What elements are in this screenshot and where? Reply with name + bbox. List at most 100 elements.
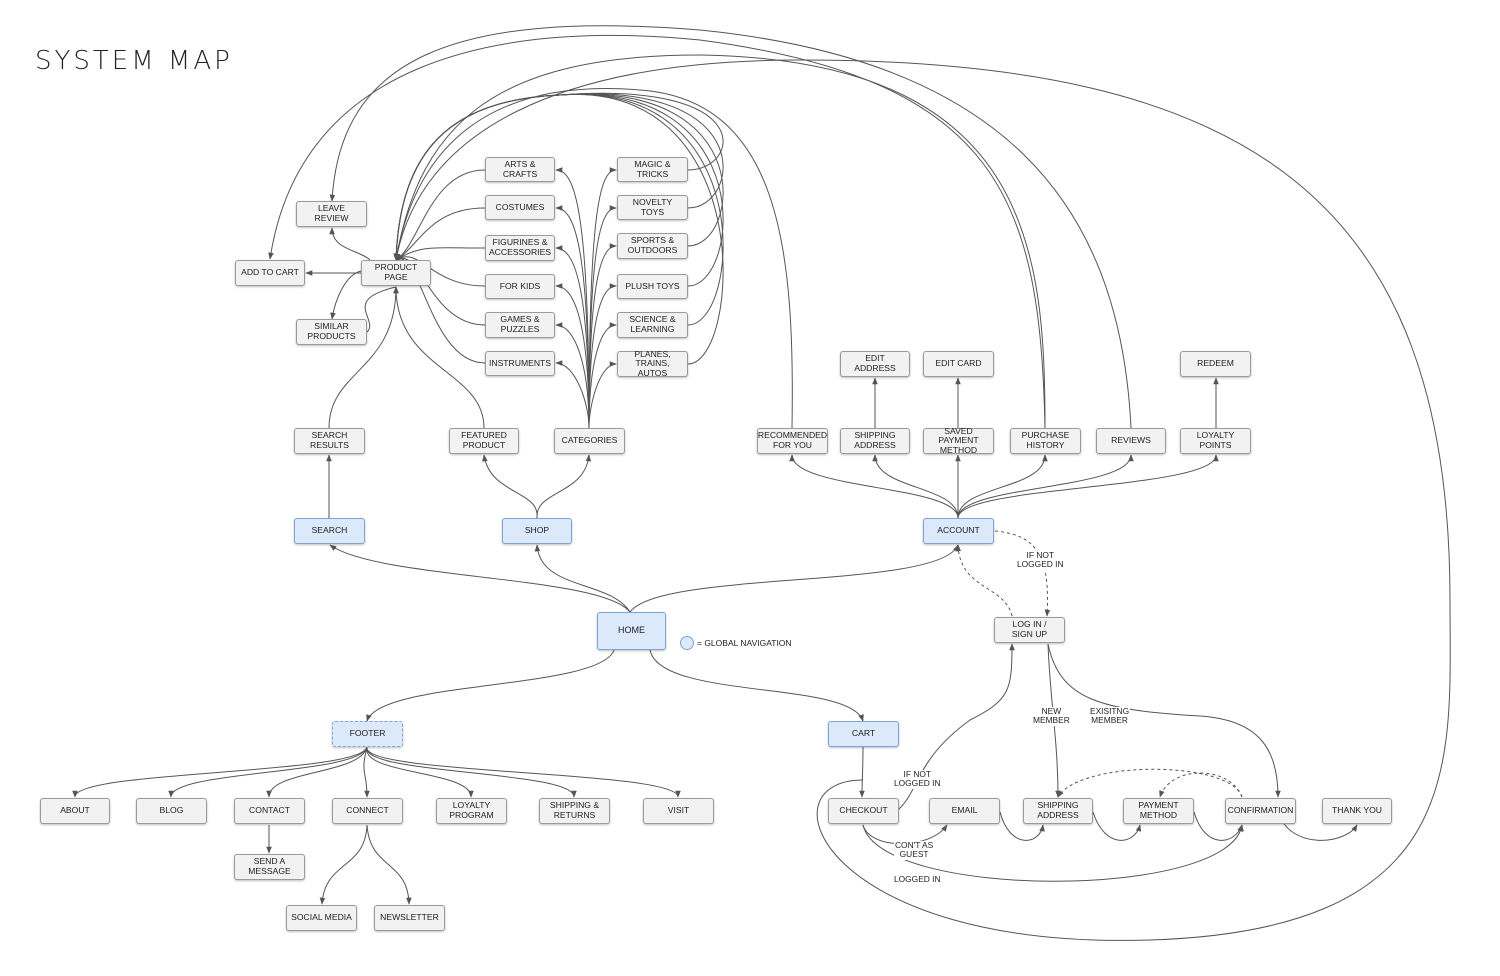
node-plush-toys[interactable]: PLUSH TOYS bbox=[617, 274, 688, 299]
node-blog[interactable]: BLOG bbox=[136, 798, 207, 824]
connector-28 bbox=[395, 207, 486, 261]
node-loyalty-program[interactable]: LOYALTY PROGRAM bbox=[436, 798, 507, 824]
node-footer[interactable]: FOOTER bbox=[332, 721, 403, 747]
node-confirmation[interactable]: CONFIRMATION bbox=[1225, 798, 1296, 824]
node-cart[interactable]: CART bbox=[828, 721, 899, 747]
connector-76 bbox=[394, 59, 1451, 941]
connector-18 bbox=[555, 283, 590, 429]
node-magic-tricks[interactable]: MAGIC & TRICKS bbox=[617, 157, 688, 182]
node-login-signup[interactable]: LOG IN / SIGN UP bbox=[994, 617, 1065, 643]
node-costumes[interactable]: COSTUMES bbox=[485, 195, 555, 220]
connector-10 bbox=[393, 286, 485, 429]
connector-24 bbox=[588, 283, 617, 429]
node-redeem[interactable]: REDEEM bbox=[1180, 351, 1251, 377]
node-about[interactable]: ABOUT bbox=[40, 798, 110, 824]
node-planes-trains[interactable]: PLANES, TRAINS, AUTOS bbox=[617, 349, 688, 378]
node-account[interactable]: ACCOUNT bbox=[923, 518, 994, 544]
node-home[interactable]: HOME bbox=[597, 612, 666, 650]
connector-66 bbox=[859, 746, 865, 798]
connector-8 bbox=[536, 454, 592, 519]
connector-1 bbox=[329, 544, 631, 613]
connector-5 bbox=[649, 649, 864, 722]
connector-2 bbox=[534, 544, 631, 613]
node-visit[interactable]: VISIT bbox=[643, 798, 714, 824]
edge-label-if-not-logged-in: IF NOT LOGGED IN bbox=[1016, 550, 1065, 570]
edge-label-if-not-logged-in-checkout: IF NOT LOGGED IN bbox=[893, 769, 942, 789]
connector-48 bbox=[394, 88, 793, 429]
connector-39 bbox=[789, 454, 959, 519]
node-edit-card[interactable]: EDIT CARD bbox=[923, 351, 994, 377]
connector-67 bbox=[897, 643, 1015, 811]
connector-42 bbox=[957, 454, 1048, 519]
connector-73 bbox=[862, 824, 1244, 882]
page-title: SYSTEM MAP bbox=[35, 46, 233, 76]
node-science-learning[interactable]: SCIENCE & LEARNING bbox=[617, 312, 688, 338]
connector-59 bbox=[363, 746, 370, 798]
connector-55 bbox=[1047, 643, 1281, 798]
node-add-to-cart[interactable]: ADD TO CART bbox=[235, 260, 305, 286]
connector-50 bbox=[268, 34, 1046, 429]
node-search-results[interactable]: SEARCH RESULTS bbox=[294, 428, 365, 454]
node-leave-review[interactable]: LEAVE REVIEW bbox=[296, 201, 367, 227]
node-shop[interactable]: SHOP bbox=[502, 518, 572, 544]
node-search[interactable]: SEARCH bbox=[294, 518, 365, 544]
legend: = GLOBAL NAVIGATION bbox=[680, 636, 792, 650]
node-novelty-toys[interactable]: NOVELTY TOYS bbox=[617, 195, 688, 220]
connector-74 bbox=[1057, 768, 1243, 798]
node-featured-product[interactable]: FEATURED PRODUCT bbox=[449, 428, 519, 454]
connector-44 bbox=[957, 454, 1219, 519]
connector-49 bbox=[394, 54, 1046, 429]
node-checkout[interactable]: CHECKOUT bbox=[828, 798, 899, 824]
node-shipping-address-account[interactable]: SHIPPING ADDRESS bbox=[840, 428, 910, 454]
node-newsletter[interactable]: NEWSLETTER bbox=[374, 905, 445, 931]
connector-25 bbox=[588, 322, 617, 429]
connector-38 bbox=[393, 94, 724, 365]
node-send-message[interactable]: SEND A MESSAGE bbox=[234, 854, 305, 880]
connector-52 bbox=[994, 530, 1051, 617]
connector-22 bbox=[588, 205, 617, 429]
connector-53 bbox=[955, 544, 1013, 617]
node-recommended[interactable]: RECOMMENDED FOR YOU bbox=[757, 428, 828, 454]
node-contact[interactable]: CONTACT bbox=[234, 798, 305, 824]
node-thank-you[interactable]: THANK YOU bbox=[1322, 798, 1392, 824]
connector-26 bbox=[588, 361, 617, 429]
connector-57 bbox=[168, 746, 368, 798]
connector-56 bbox=[72, 746, 368, 798]
node-connect[interactable]: CONNECT bbox=[332, 798, 403, 824]
connector-31 bbox=[395, 254, 486, 326]
node-product-page[interactable]: PRODUCT PAGE bbox=[361, 260, 431, 286]
node-for-kids[interactable]: FOR KIDS bbox=[485, 274, 555, 299]
node-loyalty-points[interactable]: LOYALTY POINTS bbox=[1180, 428, 1251, 454]
node-shipping-address-checkout[interactable]: SHIPPING ADDRESS bbox=[1023, 798, 1093, 824]
edge-label-new-member: NEW MEMBER bbox=[1032, 706, 1071, 726]
edge-label-existing-member: EXISITNG MEMBER bbox=[1089, 706, 1131, 726]
node-reviews[interactable]: REVIEWS bbox=[1096, 428, 1166, 454]
node-email[interactable]: EMAIL bbox=[929, 798, 1000, 824]
node-shipping-returns[interactable]: SHIPPING & RETURNS bbox=[539, 798, 610, 824]
node-payment-method[interactable]: PAYMENT METHOD bbox=[1123, 798, 1194, 824]
node-instruments[interactable]: INSTRUMENTS bbox=[485, 351, 555, 376]
connector-51 bbox=[329, 25, 1132, 429]
node-social-media[interactable]: SOCIAL MEDIA bbox=[286, 905, 357, 931]
node-purchase-history[interactable]: PURCHASE HISTORY bbox=[1010, 428, 1081, 454]
edge-label-logged-in: LOGGED IN bbox=[893, 874, 942, 885]
connector-7 bbox=[482, 454, 538, 519]
node-arts-crafts[interactable]: ARTS & CRAFTS bbox=[485, 157, 555, 182]
global-navigation-swatch-icon bbox=[680, 636, 694, 650]
connector-20 bbox=[555, 360, 590, 429]
connector-14 bbox=[330, 270, 362, 320]
node-categories[interactable]: CATEGORIES bbox=[554, 428, 625, 454]
connector-27 bbox=[395, 169, 486, 261]
connector-70 bbox=[1092, 811, 1142, 841]
node-figurines[interactable]: FIGURINES & ACCESSORIES bbox=[485, 235, 555, 261]
node-similar-products[interactable]: SIMILAR PRODUCTS bbox=[296, 319, 367, 345]
connector-62 bbox=[366, 746, 681, 798]
node-saved-payment[interactable]: SAVED PAYMENT METHOD bbox=[923, 426, 994, 455]
connector-12 bbox=[329, 227, 371, 261]
node-games-puzzles[interactable]: GAMES & PUZZLES bbox=[485, 312, 555, 338]
connector-64 bbox=[319, 824, 368, 905]
node-sports-outdoors[interactable]: SPORTS & OUTDOORS bbox=[617, 233, 688, 259]
connector-29 bbox=[395, 247, 486, 261]
node-edit-address[interactable]: EDIT ADDRESS bbox=[840, 351, 910, 377]
